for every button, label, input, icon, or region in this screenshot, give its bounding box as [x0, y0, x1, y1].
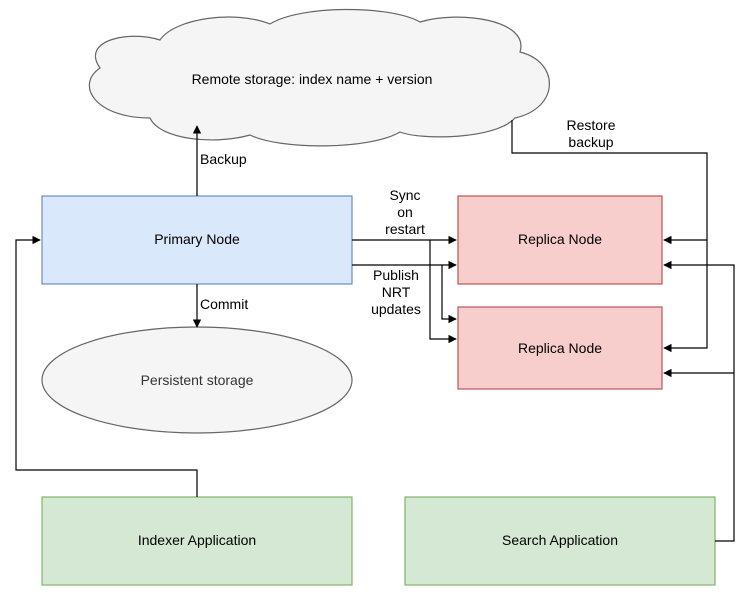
search-application: Search Application	[404, 496, 716, 586]
edge-indexer-to-primary	[15, 235, 198, 497]
indexer-application: Indexer Application	[41, 496, 353, 586]
persistent-storage-label: Persistent storage	[141, 372, 254, 388]
edge-restore-label-line1: Restore	[566, 117, 615, 133]
edge-restore-backup-2	[663, 240, 708, 353]
edge-commit-label: Commit	[200, 296, 248, 312]
primary-node-label: Primary Node	[154, 231, 240, 247]
edge-restore-backup	[511, 120, 708, 245]
edge-search-to-replica-top	[663, 260, 735, 542]
replica-node-top-label: Replica Node	[518, 231, 602, 247]
cloud-shape	[88, 8, 550, 147]
replica-node-top-box	[457, 195, 663, 285]
edge-sync-label-line3: restart	[385, 221, 425, 237]
replica-node-bottom: Replica Node	[457, 306, 663, 390]
edge-publish-bottom	[441, 265, 457, 324]
remote-storage-label: Remote storage: index name + version	[192, 71, 433, 87]
persistent-storage: Persistent storage	[41, 326, 353, 434]
search-application-box	[404, 496, 716, 586]
edge-sync-label-line2: on	[397, 204, 413, 220]
edge-publish-label-line3: updates	[371, 301, 421, 317]
replica-node-bottom-label: Replica Node	[518, 340, 602, 356]
primary-node-box	[41, 195, 353, 285]
replica-node-bottom-box	[457, 306, 663, 390]
indexer-application-label: Indexer Application	[138, 532, 256, 548]
edge-restore-label-line2: backup	[568, 134, 613, 150]
edge-backup-label: Backup	[200, 151, 247, 167]
edge-sync-bottom	[429, 240, 457, 344]
edge-publish-label-line2: NRT	[382, 284, 411, 300]
edge-sync-label-line1: Sync	[389, 187, 420, 203]
edge-publish-label-line1: Publish	[373, 267, 419, 283]
replica-node-top: Replica Node	[457, 195, 663, 285]
search-application-label: Search Application	[502, 532, 618, 548]
primary-node: Primary Node	[41, 195, 353, 285]
remote-storage-cloud: Remote storage: index name + version	[88, 8, 550, 147]
indexer-application-box	[41, 496, 353, 586]
